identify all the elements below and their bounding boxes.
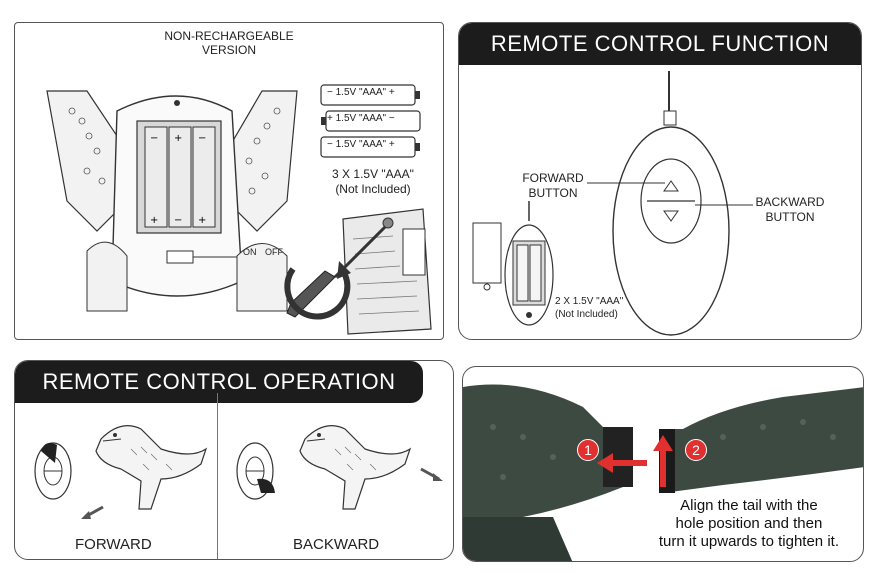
note-line1: 3 X 1.5V "AAA" (332, 167, 414, 181)
battery-1-type: 1.5V "AAA" (335, 87, 387, 98)
battery-1-pos: + (388, 87, 395, 98)
battery-icon (320, 84, 420, 106)
panel-divider (217, 393, 218, 559)
remote-function-panel: REMOTE CONTROL FUNCTION FORWARD BUTTON B… (458, 22, 862, 340)
remote-forward-press-icon (34, 442, 72, 500)
battery-panel-title: NON-RECHARGEABLE VERSION (15, 29, 443, 57)
arrow-left-red-icon (597, 453, 647, 473)
svg-text:−: − (150, 133, 158, 144)
remote-backward-press-icon (236, 442, 275, 500)
svg-text:+: + (174, 133, 182, 144)
battery-requirement-note: 3 X 1.5V "AAA" (Not Included) (315, 167, 431, 197)
backward-line2: BUTTON (765, 210, 815, 224)
svg-text:−: − (198, 133, 206, 144)
dino-body-photo (463, 384, 863, 561)
arrow-up-red-icon (653, 435, 673, 487)
switch-off-label: OFF (265, 247, 283, 257)
backward-pointer-line (695, 204, 753, 206)
step-1-badge: 1 (577, 439, 599, 461)
title-line2: VERSION (201, 43, 256, 57)
svg-text:+: + (198, 215, 206, 226)
backward-line1: BACKWARD (755, 195, 825, 209)
forward-pointer-line (587, 182, 665, 184)
forward-line2: BUTTON (528, 186, 578, 200)
dino-forward-illustration (95, 425, 208, 510)
switch-on-label: ON (243, 247, 257, 257)
function-panel-header: REMOTE CONTROL FUNCTION (459, 23, 861, 65)
instruction-line2: hole position and then (675, 515, 823, 532)
step-2-badge: 2 (685, 439, 707, 461)
remote-control-illustration (612, 71, 730, 336)
remote-note-line2: (Not Included) (555, 309, 618, 320)
svg-text:−: − (174, 215, 182, 226)
battery-icon (320, 136, 420, 158)
battery-1-neg: − (327, 87, 333, 98)
tail-assembly-panel: 1 2 Align the tail with the hole positio… (462, 366, 864, 562)
battery-2-pos: − (388, 113, 395, 124)
instruction-line3: turn it upwards to tighten it. (658, 533, 839, 550)
remote-battery-note: 2 X 1.5V "AAA" (Not Included) (555, 295, 623, 321)
backward-operation-label: BACKWARD (293, 536, 380, 553)
battery-2-neg: + (327, 113, 333, 124)
battery-2-type: 1.5V "AAA" (335, 113, 387, 124)
battery-2-label: + 1.5V "AAA" − (327, 113, 395, 124)
note-line2: (Not Included) (335, 182, 411, 196)
remote-battery-compartment-illustration (472, 201, 554, 326)
forward-button-label: FORWARD BUTTON (513, 171, 593, 201)
arrow-down-right-icon (420, 467, 443, 481)
battery-icon (321, 110, 421, 132)
svg-text:+: + (150, 215, 158, 226)
forward-line1: FORWARD (522, 171, 584, 185)
backward-button-label: BACKWARD BUTTON (745, 195, 835, 225)
remote-note-line1: 2 X 1.5V "AAA" (555, 296, 624, 307)
operation-panel-header: REMOTE CONTROL OPERATION (15, 361, 423, 403)
dino-battery-compartment-illustration: − + − + − + (46, 90, 298, 312)
title-line1: NON-RECHARGEABLE (164, 29, 294, 43)
battery-3-label: − 1.5V "AAA" + (327, 139, 395, 150)
battery-1-label: − 1.5V "AAA" + (327, 87, 395, 98)
arrow-down-left-icon (81, 505, 104, 519)
remote-operation-panel: REMOTE CONTROL OPERATION FORWARD BACKWAR… (14, 360, 454, 560)
dino-backward-illustration (299, 425, 412, 510)
forward-operation-label: FORWARD (75, 536, 152, 553)
screwdriver-cover-illustration (284, 208, 432, 335)
tail-instruction-text: Align the tail with the hole position an… (659, 497, 839, 551)
instruction-line1: Align the tail with the (680, 497, 818, 514)
battery-3-type: 1.5V "AAA" (335, 139, 387, 150)
battery-3-neg: − (327, 139, 333, 150)
battery-install-panel: NON-RECHARGEABLE VERSION −+− +−+ ON OFF … (14, 22, 444, 340)
battery-3-pos: + (388, 139, 395, 150)
